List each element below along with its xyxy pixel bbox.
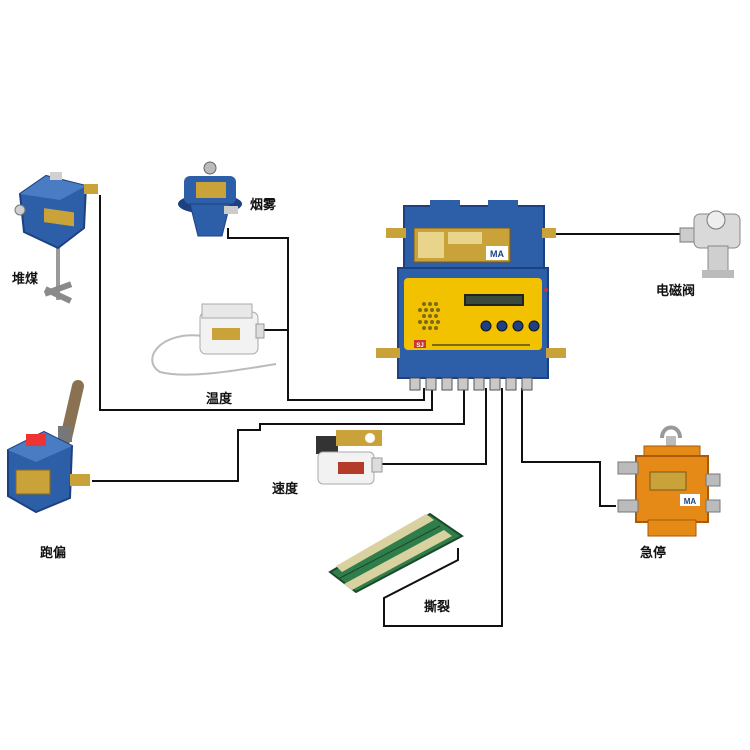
wire-smoke [227,228,425,401]
controller-button-2[interactable] [496,320,508,332]
controller-unit: MA SJ [376,200,566,391]
label-temperature: 温度 [206,392,233,407]
temperature-sensor [151,303,277,376]
label-deviation: 跑偏 [40,546,67,561]
controller-button-1[interactable] [480,320,492,332]
label-emergency-stop: 急停 [640,546,667,561]
wire-deviation [92,388,465,482]
label-tear: 撕裂 [424,600,451,615]
emergency-stop-box: MA [617,425,721,537]
controller-buttons [480,320,540,332]
wire-coal-pile [99,195,433,411]
wire-speed [380,388,487,465]
wiring [92,195,680,627]
speed-sensor [316,430,383,485]
controller-nameplate-mark: MA [490,249,504,259]
estop-nameplate-mark: MA [684,497,697,506]
tear-sensor [328,512,464,594]
wire-tear [383,388,503,627]
label-speed: 速度 [272,482,299,497]
speaker-grille [418,302,440,330]
controller-button-3[interactable] [512,320,524,332]
deviation-switch [7,380,90,514]
controller-badge: SJ [416,343,423,349]
solenoid-valve [679,210,741,278]
controller-button-4[interactable] [528,320,540,332]
coal-pile-sensor [14,172,98,304]
smoke-sensor [178,161,242,237]
label-smoke: 烟雾 [250,198,277,213]
label-solenoid-valve: 电磁阀 [656,284,696,299]
controller-cable-glands [409,377,533,391]
label-coal-pile: 堆煤 [12,272,39,287]
wire-emergency-stop [521,388,616,507]
